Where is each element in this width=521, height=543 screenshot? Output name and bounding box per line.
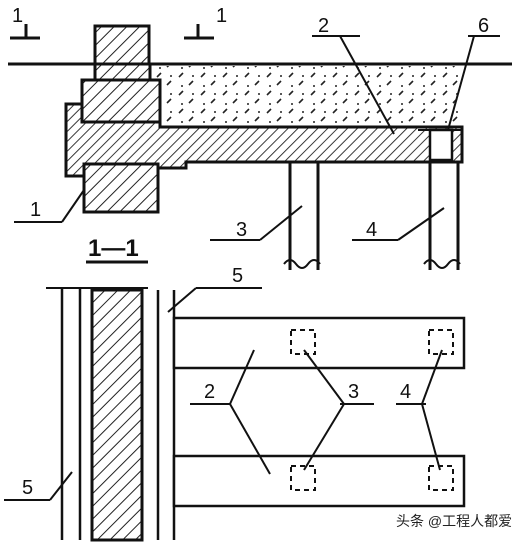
label-3-bottom: 3 — [348, 381, 359, 403]
anchor-box — [428, 128, 454, 162]
plan-pile-4-lower — [428, 465, 454, 491]
label-4-bottom: 4 — [400, 381, 411, 403]
label-5-left: 5 — [22, 477, 33, 499]
label-2-top: 2 — [318, 15, 329, 37]
watermark: 头条 @工程人都爱 — [396, 513, 512, 529]
wall-block-upper — [93, 62, 152, 82]
plan-pile-4-upper — [428, 329, 454, 355]
label-2-bottom: 2 — [204, 381, 215, 403]
pile-4-break — [423, 259, 461, 269]
plan-pile-3-lower — [290, 465, 316, 491]
section-view: 1 1 2 6 1 3 4 — [8, 5, 512, 270]
plan-cap-beam-lower — [172, 454, 466, 508]
section-mark-left: 1 — [12, 5, 23, 27]
plan-view: 5 5 2 3 4 — [4, 265, 466, 542]
label-1: 1 — [30, 199, 41, 221]
pile-3-break — [283, 259, 321, 269]
footing-block — [82, 162, 160, 214]
wall-block-mid — [80, 78, 162, 124]
label-3-top: 3 — [236, 219, 247, 241]
plan-cap-beam-upper — [172, 316, 466, 370]
plan-wall — [90, 288, 144, 542]
backfill-soil — [150, 66, 462, 126]
section-mark-right: 1 — [216, 5, 227, 27]
wall-above-ground — [93, 24, 151, 66]
label-5-top: 5 — [232, 265, 243, 287]
plan-pile-3-upper — [290, 329, 316, 355]
section-title: 1—1 — [88, 235, 139, 262]
label-4-top: 4 — [366, 219, 377, 241]
label-6: 6 — [478, 15, 489, 37]
